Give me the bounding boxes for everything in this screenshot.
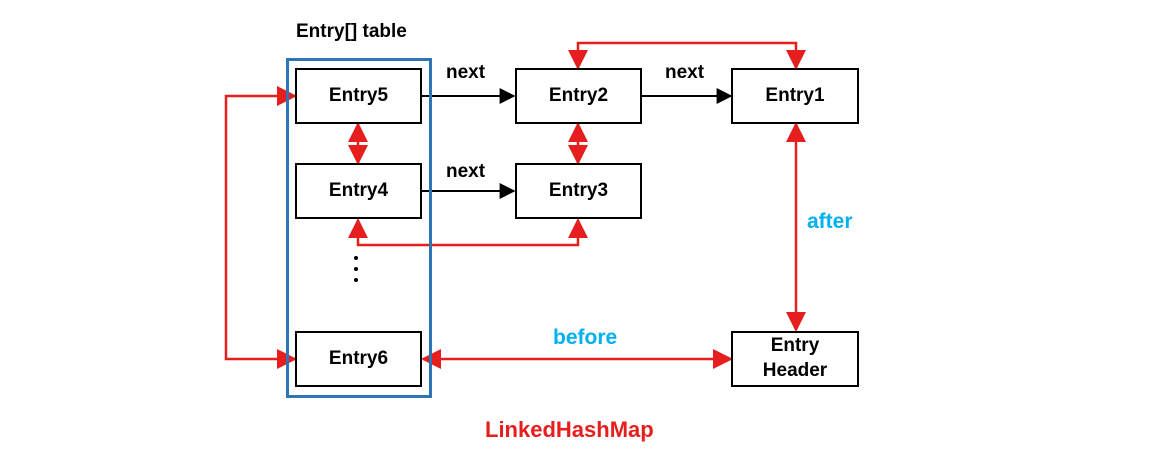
next-label-entry5-entry2: next [446, 62, 486, 83]
entry6-label: Entry6 [328, 347, 389, 369]
entry-header-box: Entry Header [731, 331, 859, 387]
entry5-label: Entry5 [328, 84, 389, 106]
before-label: before [553, 326, 618, 349]
entry1-label: Entry1 [765, 84, 825, 106]
entry4-label: Entry4 [328, 179, 389, 201]
entry6-box: Entry6 [295, 331, 422, 387]
link-entry2-entry1 [568, 41, 806, 70]
entry3-label: Entry3 [548, 179, 609, 201]
entry-header-line2: Header [762, 360, 828, 381]
entry-header-label: Entry Header [763, 334, 827, 383]
entry-table-frame [286, 58, 432, 398]
link-entry4-entry3 [348, 218, 588, 247]
next-label-entry2-entry1: next [665, 62, 705, 83]
link-entry6-entry5 [224, 86, 297, 369]
entry4-box: Entry4 [295, 163, 422, 219]
entry3-box: Entry3 [515, 163, 642, 219]
entry5-box: Entry5 [295, 68, 422, 124]
entry2-box: Entry2 [515, 68, 642, 124]
entry-header-line1: Entry [770, 335, 820, 357]
after-label: after [807, 210, 853, 233]
diagram-title: LinkedHashMap [485, 417, 654, 442]
entry-table-label: Entry[] table [296, 21, 407, 42]
ellipsis-icon [354, 256, 360, 289]
entry1-box: Entry1 [731, 68, 859, 124]
next-label-entry4-entry3: next [446, 161, 486, 182]
entry2-label: Entry2 [548, 84, 609, 106]
